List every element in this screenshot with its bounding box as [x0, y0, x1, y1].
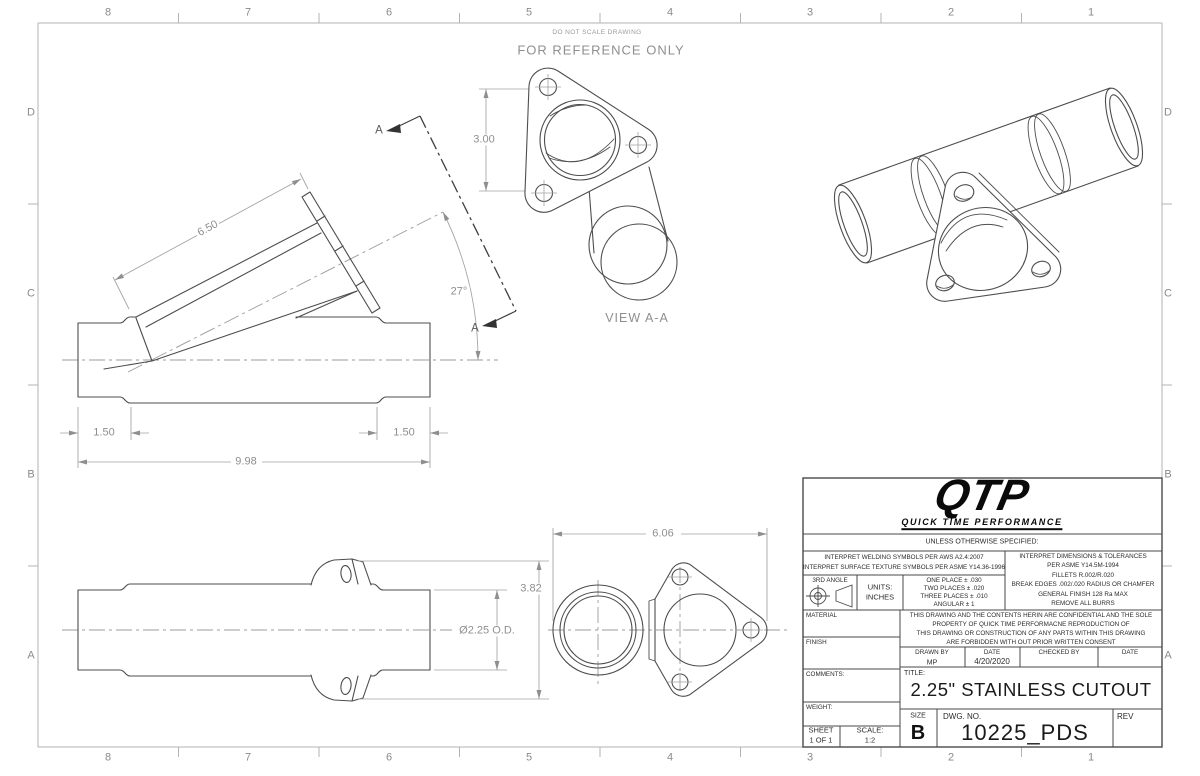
zone-col-1-top: 1 [1087, 6, 1095, 19]
dim-right-slip: 1.50 [391, 426, 417, 439]
drawing-title: 2.25" STAINLESS CUTOUT [910, 678, 1152, 700]
zone-col-5-top: 5 [525, 6, 533, 19]
zone-col-4-bottom: 4 [666, 751, 674, 764]
scale-label: SCALE: [856, 725, 884, 735]
zone-col-2-top: 2 [947, 6, 955, 19]
zone-row-d-left: D [27, 106, 35, 119]
dim-note-5: GENERAL FINISH 128 Ra MAX [1038, 590, 1128, 598]
tolerance-3: THREE PLACES ± .010 [920, 592, 988, 600]
dwg-no-value: 10225_PDS [961, 720, 1089, 745]
dim-pipe-od: Ø2.25 O.D. [457, 624, 517, 637]
zone-row-c-left: C [27, 287, 35, 300]
welding-note-2: INTERPRET SURFACE TEXTURE SYMBOLS PER AS… [803, 563, 1005, 571]
dim-left-slip: 1.50 [91, 426, 117, 439]
date2-label: DATE [1121, 648, 1139, 656]
units-label: UNITS: [867, 582, 893, 592]
title-block-grid [802, 477, 1163, 748]
qtp-logo-text: QTP [930, 471, 1034, 521]
zone-row-b-right: B [1164, 468, 1172, 481]
weight-label: WEIGHT: [806, 704, 833, 711]
qtp-logo-subtitle: QUICK TIME PERFORMANCE [901, 517, 1063, 530]
end-view-crosshairs [668, 576, 763, 683]
welding-note-1: INTERPRET WELDING SYMBOLS PER AWS A2.4:2… [824, 553, 984, 561]
dim-note-2: PER ASME Y14.5M-1994 [1047, 561, 1119, 569]
date-label: DATE [983, 648, 1001, 656]
isometric-view [833, 87, 1144, 302]
top-view-dim-arrows [494, 561, 542, 699]
unless-otherwise-note: UNLESS OTHERWISE SPECIFIED: [925, 538, 1039, 546]
zone-row-d-right: D [1164, 106, 1172, 119]
zone-col-5-bottom: 5 [525, 751, 533, 764]
zone-col-7-bottom: 7 [244, 751, 252, 764]
top-view [77, 558, 431, 702]
zone-row-c-right: C [1164, 287, 1172, 300]
zone-col-3-bottom: 3 [806, 751, 814, 764]
size-value: B [910, 722, 926, 744]
main-view-dimensions [60, 88, 541, 468]
size-label: SIZE [910, 712, 926, 720]
zone-row-a-right: A [1164, 649, 1172, 662]
drawn-by-label: DRAWN BY [915, 648, 949, 656]
comments-label: COMMENTS: [806, 671, 845, 678]
dim-assembly-width: 6.06 [650, 527, 676, 540]
centerlines [62, 211, 788, 694]
third-angle-label: 3RD ANGLE [812, 576, 848, 584]
confidential-line-3: THIS DRAWING OR CONSTRUCTION OF ANY PART… [916, 629, 1146, 637]
units-value: INCHES [865, 592, 895, 602]
section-line-a-a [386, 115, 517, 328]
main-side-view [77, 191, 431, 404]
dim-bolt-spacing: 3.00 [471, 133, 497, 146]
end-view-dimensions [552, 528, 768, 621]
zone-col-7-top: 7 [244, 6, 252, 19]
material-label: MATERIAL [806, 612, 838, 619]
dwg-no-label: DWG. NO. [943, 712, 982, 721]
date-value: 4/20/2020 [974, 657, 1010, 666]
finish-label: FINISH [806, 639, 827, 646]
zone-col-3-top: 3 [806, 6, 814, 19]
zone-col-6-bottom: 6 [385, 751, 393, 764]
section-arrow-label-bottom: A [471, 322, 479, 335]
zone-col-1-bottom: 1 [1087, 751, 1095, 764]
sheet-value: 1 OF 1 [809, 735, 833, 745]
checked-by-label: CHECKED BY [1038, 648, 1080, 656]
confidential-line-1: THIS DRAWING AND THE CONTENTS HERIN ARE … [909, 611, 1153, 619]
tolerance-4: ANGULAR ± 1 [933, 600, 975, 608]
zone-col-6-top: 6 [385, 6, 393, 19]
confidential-line-2: PROPERTY OF QUICK TIME PERFORMACNE REPRO… [932, 620, 1130, 628]
main-view-dim-arrows [69, 89, 489, 465]
qtp-logo: QTP QUICK TIME PERFORMANCE [901, 471, 1063, 530]
dim-note-3: FILLETS R.002/R.020 [1052, 571, 1114, 579]
dim-overall-length: 9.98 [233, 455, 259, 468]
sheet-label: SHEET [808, 725, 834, 735]
tolerance-2: TWO PLACES ± .020 [923, 584, 985, 592]
zone-col-8-bottom: 8 [104, 751, 112, 764]
title-label: TITLE: [904, 670, 926, 677]
view-a-a-label: VIEW A-A [605, 310, 669, 325]
third-angle-symbol [806, 584, 853, 608]
dim-flange-width: 3.82 [518, 582, 544, 595]
confidential-line-4: ARE FORBIDDEN WITH OUT PRIOR WRITTEN CON… [946, 638, 1116, 646]
top-view-dimensions [357, 560, 549, 700]
section-view-a-a [524, 67, 678, 301]
sheet-frame [28, 13, 1172, 757]
dim-note-4: BREAK EDGES .002/.020 RADIUS OR CHAMFER [1011, 580, 1155, 588]
scale-value: 1:2 [864, 735, 876, 745]
end-view-dim-arrows [553, 531, 767, 537]
dim-note-6: REMOVE ALL BURRS [1051, 599, 1115, 607]
drawn-by-value: MP [926, 659, 938, 667]
for-reference-note: FOR REFERENCE ONLY [517, 42, 685, 58]
zone-col-4-top: 4 [666, 6, 674, 19]
section-arrow-label-top: A [375, 124, 383, 137]
dim-note-1: INTERPRET DIMENSIONS & TOLERANCES [1019, 552, 1147, 560]
zone-col-2-bottom: 2 [947, 751, 955, 764]
do-not-scale-note: DO NOT SCALE DRAWING [552, 28, 642, 36]
dim-branch-angle: 27° [448, 285, 470, 298]
view-a-a-crosshairs [531, 74, 651, 206]
zone-row-a-left: A [27, 649, 35, 662]
zone-col-8-top: 8 [104, 6, 112, 19]
tolerance-1: ONE PLACE ± .030 [926, 576, 982, 584]
rev-label: REV [1117, 712, 1134, 721]
zone-row-b-left: B [27, 468, 35, 481]
